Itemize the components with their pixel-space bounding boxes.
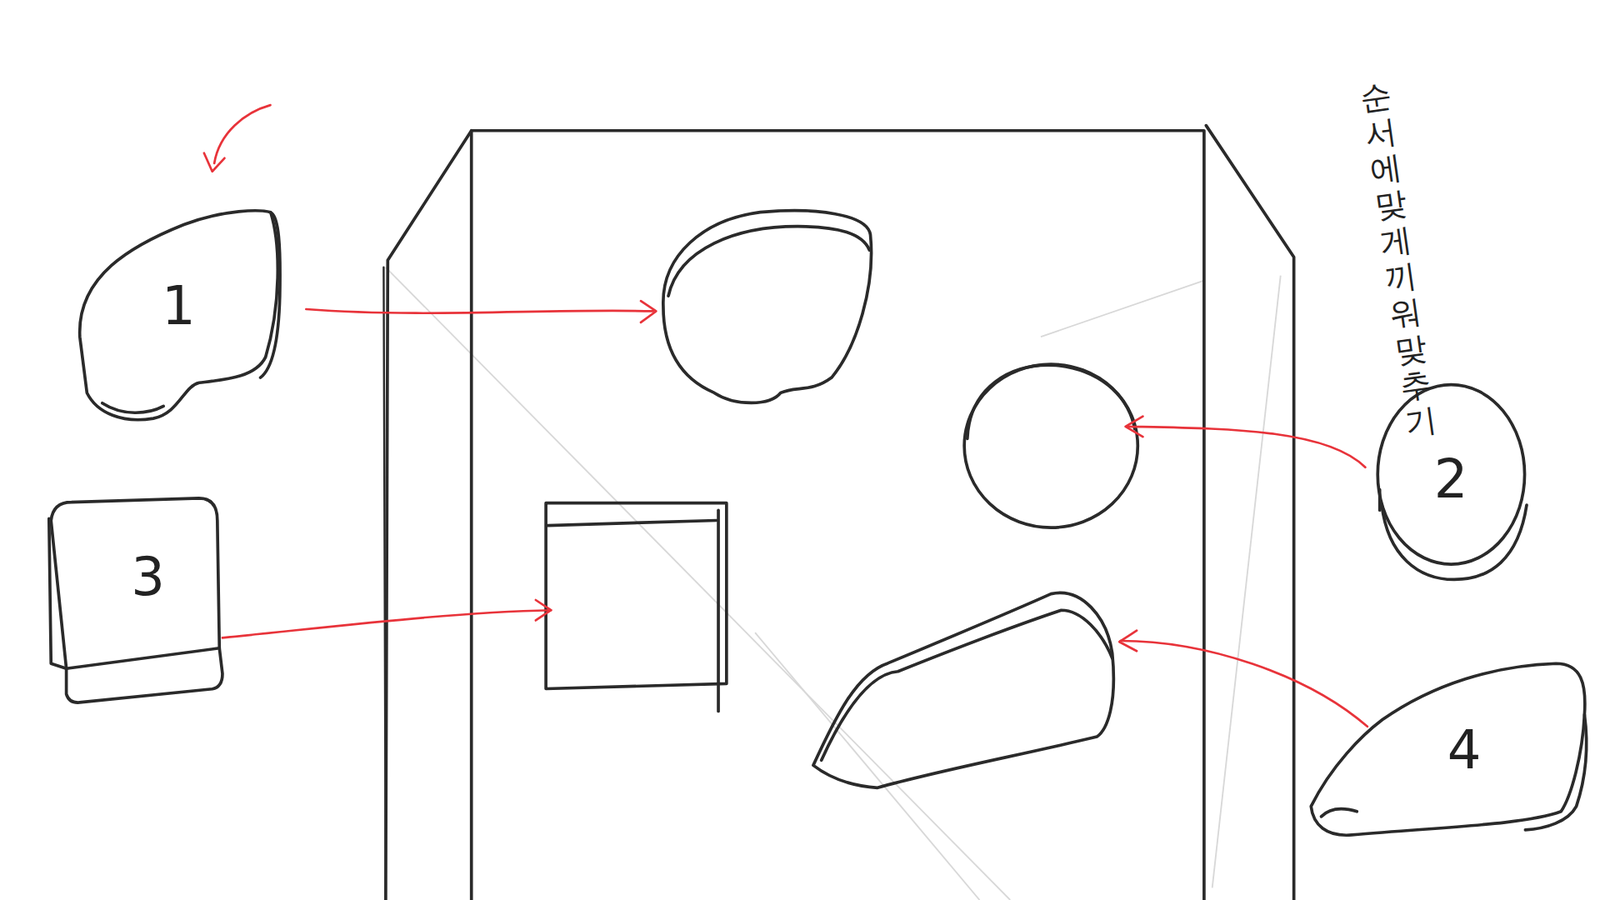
- piece-edge: [1321, 808, 1358, 816]
- piece-edge: [260, 212, 280, 378]
- piece-outline: [1300, 653, 1592, 848]
- piece-edge: [49, 518, 67, 669]
- holes: [545, 210, 1138, 789]
- instruction-note: 순서에 맞게 끼워맞추기: [1357, 77, 1440, 443]
- guide-lines: [385, 267, 1281, 900]
- piece-edge: [101, 403, 163, 413]
- piece-edge: [50, 498, 220, 669]
- leader-lines: [204, 105, 1368, 727]
- callout-number: 1: [161, 279, 196, 333]
- piece-edge: [79, 210, 278, 420]
- piece-edge: [1378, 490, 1382, 510]
- box-outline: [383, 125, 1294, 900]
- puzzle-piece: 3: [40, 490, 230, 710]
- piece-edge: [66, 648, 223, 703]
- callout-number: 2: [1434, 452, 1469, 506]
- piece-edge: [1377, 385, 1525, 565]
- puzzle-piece: 1: [71, 204, 291, 429]
- puzzle-piece: 2: [1367, 377, 1536, 592]
- piece-edge: [1525, 714, 1587, 830]
- piece-edge: [1310, 663, 1585, 835]
- callout-number: 3: [130, 550, 165, 604]
- piece-edge: [1381, 505, 1527, 580]
- callout-number: 4: [1447, 723, 1482, 777]
- puzzle-piece: 4: [1300, 653, 1592, 848]
